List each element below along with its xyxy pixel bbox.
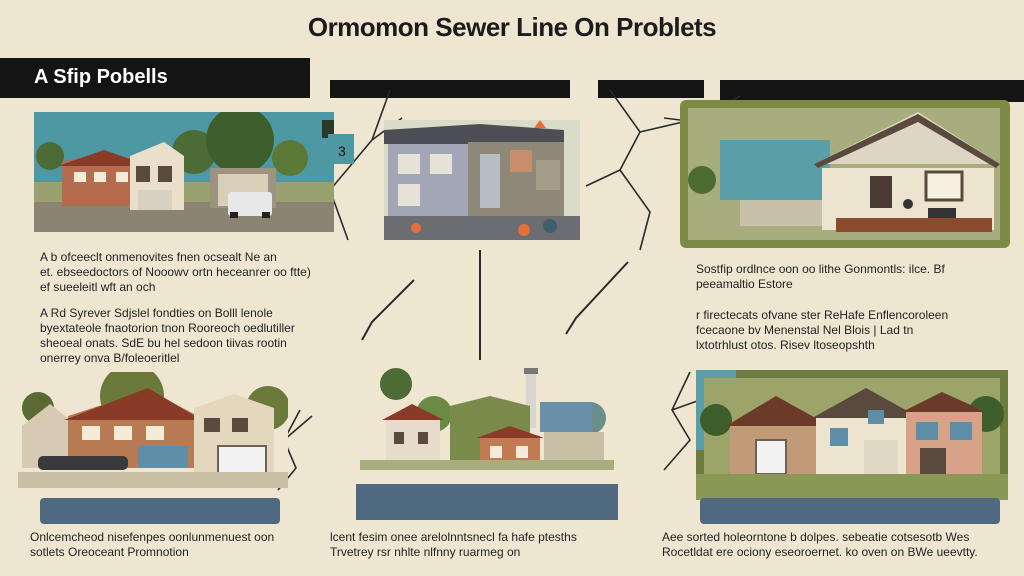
page-title: Ormomon Sewer Line On Problets [307, 12, 717, 42]
caption-suburban-houses: Aee sorted holeorntone b dolpes. sebeati… [662, 530, 978, 560]
caption-line: Sostfip ordlnce oon oo lithe Gonmontls: … [696, 262, 945, 276]
illustration-town-riverside [360, 366, 614, 470]
caption-line: ef sueeleitl wft an och [40, 280, 156, 294]
caption-line: A Rd Syrever Sdjslel fondties on Bolll l… [40, 306, 273, 320]
caption-bungalow: Sostfip ordlnce oon oo lithe Gonmontls: … [696, 262, 945, 292]
illustration-house-cutaway [384, 120, 580, 240]
caption-line: lxtotrhlust otos. Risev ltoseopshth [696, 338, 875, 352]
caption-inspection: r firectecats ofvane ster ReHafe Enflenc… [696, 308, 948, 353]
section-banner: A Sfip Pobells [0, 58, 310, 98]
caption-line: byextateole fnaotorion tnon Rooreoch oed… [40, 321, 295, 335]
caption-row-houses: Onlcemcheod nisefenpes oonlunmenuest oon… [30, 530, 274, 560]
banner-label: A Sfip Pobells [34, 66, 168, 88]
illustration-street-house: 3 [34, 112, 334, 232]
caption-line: Trvetrey rsr nhlte nlfnny ruarmeg on [330, 545, 521, 559]
caption-sewer-risks: A Rd Syrever Sdjslel fondties on Bolll l… [40, 306, 295, 366]
svg-text:3: 3 [338, 143, 346, 159]
teal-tab: 3 [328, 134, 354, 164]
illustration-bungalow [680, 100, 1010, 248]
caption-line: A b ofceeclt onmenovites fnen ocsealt Ne… [40, 250, 277, 264]
caption-street-house: A b ofceeclt onmenovites fnen ocsealt Ne… [40, 250, 311, 295]
illustration-row-houses [18, 372, 288, 488]
water-channel [356, 484, 618, 520]
illustration-suburban-houses [696, 370, 1008, 500]
caption-line: lcent fesim onee arelolnntsnecl fa hafe … [330, 530, 577, 544]
caption-line: sotlets Oreoceant Promnotion [30, 545, 189, 559]
caption-line: Aee sorted holeorntone b dolpes. sebeati… [662, 530, 970, 544]
caption-line: et. ebseedoctors of Nooowv ortn heceanre… [40, 265, 311, 279]
caption-line: Onlcemcheod nisefenpes oonlunmenuest oon [30, 530, 275, 544]
water-channel-left [40, 498, 280, 524]
top-bar-right [720, 80, 1024, 102]
caption-line: onerrey onva B/foleoeritlel [40, 351, 180, 365]
caption-town-riverside: lcent fesim onee arelolnntsnecl fa hafe … [330, 530, 577, 560]
caption-line: r firectecats ofvane ster ReHafe Enflenc… [696, 308, 949, 322]
caption-line: Rocetldat ere ociony eseoroernet. ko ove… [662, 545, 978, 559]
caption-line: peeamaltio Estore [696, 277, 793, 291]
caption-line: sheoeal onats. SdE bu hel sedoon tiivas … [40, 336, 287, 350]
top-bar-left [330, 80, 570, 98]
water-channel-right [700, 498, 1000, 524]
top-bar-mid [598, 80, 704, 98]
caption-line: fcecaone bv Menenstal Nel Blois | Lad tn [696, 323, 914, 337]
